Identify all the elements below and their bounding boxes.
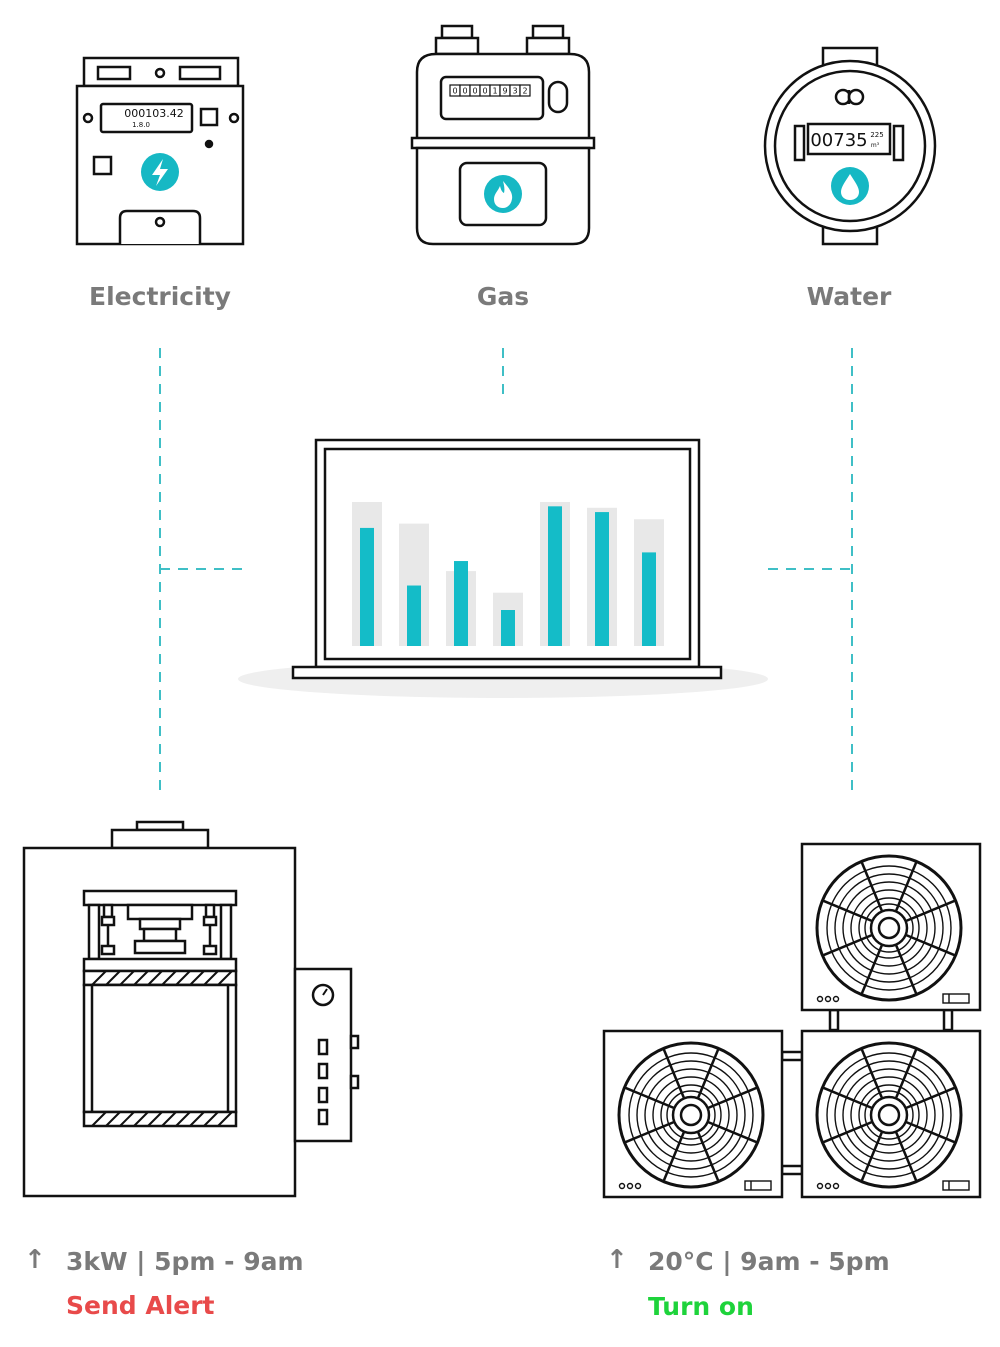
- chart-bar: [548, 506, 562, 646]
- gauge-needle: [322, 988, 328, 996]
- ac-units: [602, 842, 982, 1199]
- chart-bar: [501, 610, 515, 646]
- arrow-up-icon: ↑: [24, 1245, 46, 1275]
- press-machine: [22, 820, 360, 1198]
- chart-bar: [595, 512, 609, 646]
- water-reading: 00735: [810, 130, 867, 151]
- lightning-icon: [152, 159, 168, 186]
- gas-digit: 0: [472, 87, 477, 96]
- press-hatching: [91, 970, 233, 1127]
- ac-unit: [800, 842, 982, 1012]
- electricity-obis: 1.8.0: [132, 121, 150, 129]
- electricity-reading: 000103.42: [124, 107, 184, 120]
- gas-digit: 1: [492, 87, 497, 96]
- water-label: Water: [806, 282, 892, 311]
- water-brand-icon: [834, 88, 865, 106]
- electricity-meter: [75, 56, 245, 246]
- gas-digit: 0: [452, 87, 457, 96]
- ac-unit: [800, 1029, 982, 1199]
- connectors: [159, 348, 853, 795]
- chart-bar: [407, 585, 421, 646]
- gas-digit: 0: [462, 87, 467, 96]
- ac-unit: [602, 1029, 784, 1199]
- gas-digit-box: [519, 84, 531, 97]
- water-unit: m³: [871, 142, 880, 149]
- gas-digit: 3: [512, 87, 517, 96]
- chart-bar: [454, 561, 468, 646]
- gas-digit: 0: [482, 87, 487, 96]
- water-decimal: 225: [870, 131, 883, 139]
- arrow-up-icon: ↑: [606, 1245, 628, 1275]
- rule-action-turn-on[interactable]: Turn on: [648, 1292, 754, 1321]
- chart-bar: [360, 527, 374, 646]
- water-drop-icon: [841, 174, 859, 200]
- rule-condition-2: 20°C | 9am - 5pm: [648, 1247, 890, 1276]
- rule-action-send-alert[interactable]: Send Alert: [66, 1291, 215, 1320]
- dashboard-chart: [352, 502, 664, 646]
- flame-icon: [494, 181, 513, 208]
- rule-condition-1: 3kW | 5pm - 9am: [66, 1247, 304, 1276]
- electricity-label: Electricity: [89, 282, 231, 311]
- gas-digit: 2: [522, 87, 527, 96]
- chart-bar: [642, 552, 656, 646]
- water-meter: [763, 46, 937, 246]
- gas-label: Gas: [476, 282, 530, 311]
- gas-digit: 9: [502, 87, 507, 96]
